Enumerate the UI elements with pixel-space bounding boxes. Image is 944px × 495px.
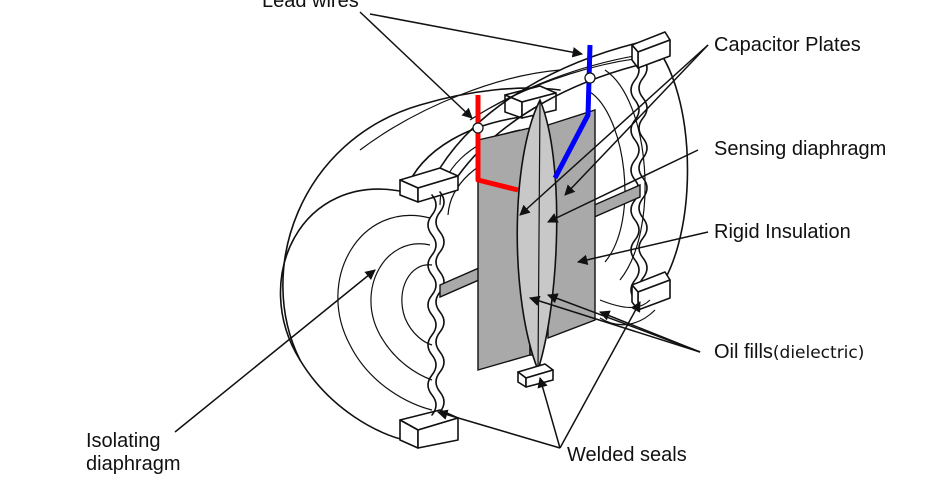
leader-lines xyxy=(174,11,709,449)
right-housing xyxy=(589,31,689,326)
label-welded-seals: Welded seals xyxy=(567,444,687,466)
label-capacitor-plates: Capacitor Plates xyxy=(714,34,861,56)
label-lead-wires: Lead wires xyxy=(262,0,359,12)
label-oil-fills: Oil fills(dielectric) xyxy=(714,341,864,364)
blue-lead-wire xyxy=(552,44,593,180)
isolating-diaphragm-left xyxy=(427,191,445,416)
left-housing xyxy=(279,39,661,449)
lead-wires xyxy=(472,44,596,193)
label-isolating-line2: diaphragm xyxy=(86,453,181,475)
label-sensing-diaphragm: Sensing diaphragm xyxy=(714,138,887,160)
label-rigid-insulation: Rigid Insulation xyxy=(714,221,851,243)
label-dielectric: (dielectric) xyxy=(772,343,865,363)
welded-seal-blocks xyxy=(517,363,554,388)
label-oil-fills-text: Oil fills xyxy=(714,341,773,363)
label-isolating-diaphragm: Isolating diaphragm xyxy=(86,430,181,476)
label-isolating-line1: Isolating xyxy=(86,430,161,452)
